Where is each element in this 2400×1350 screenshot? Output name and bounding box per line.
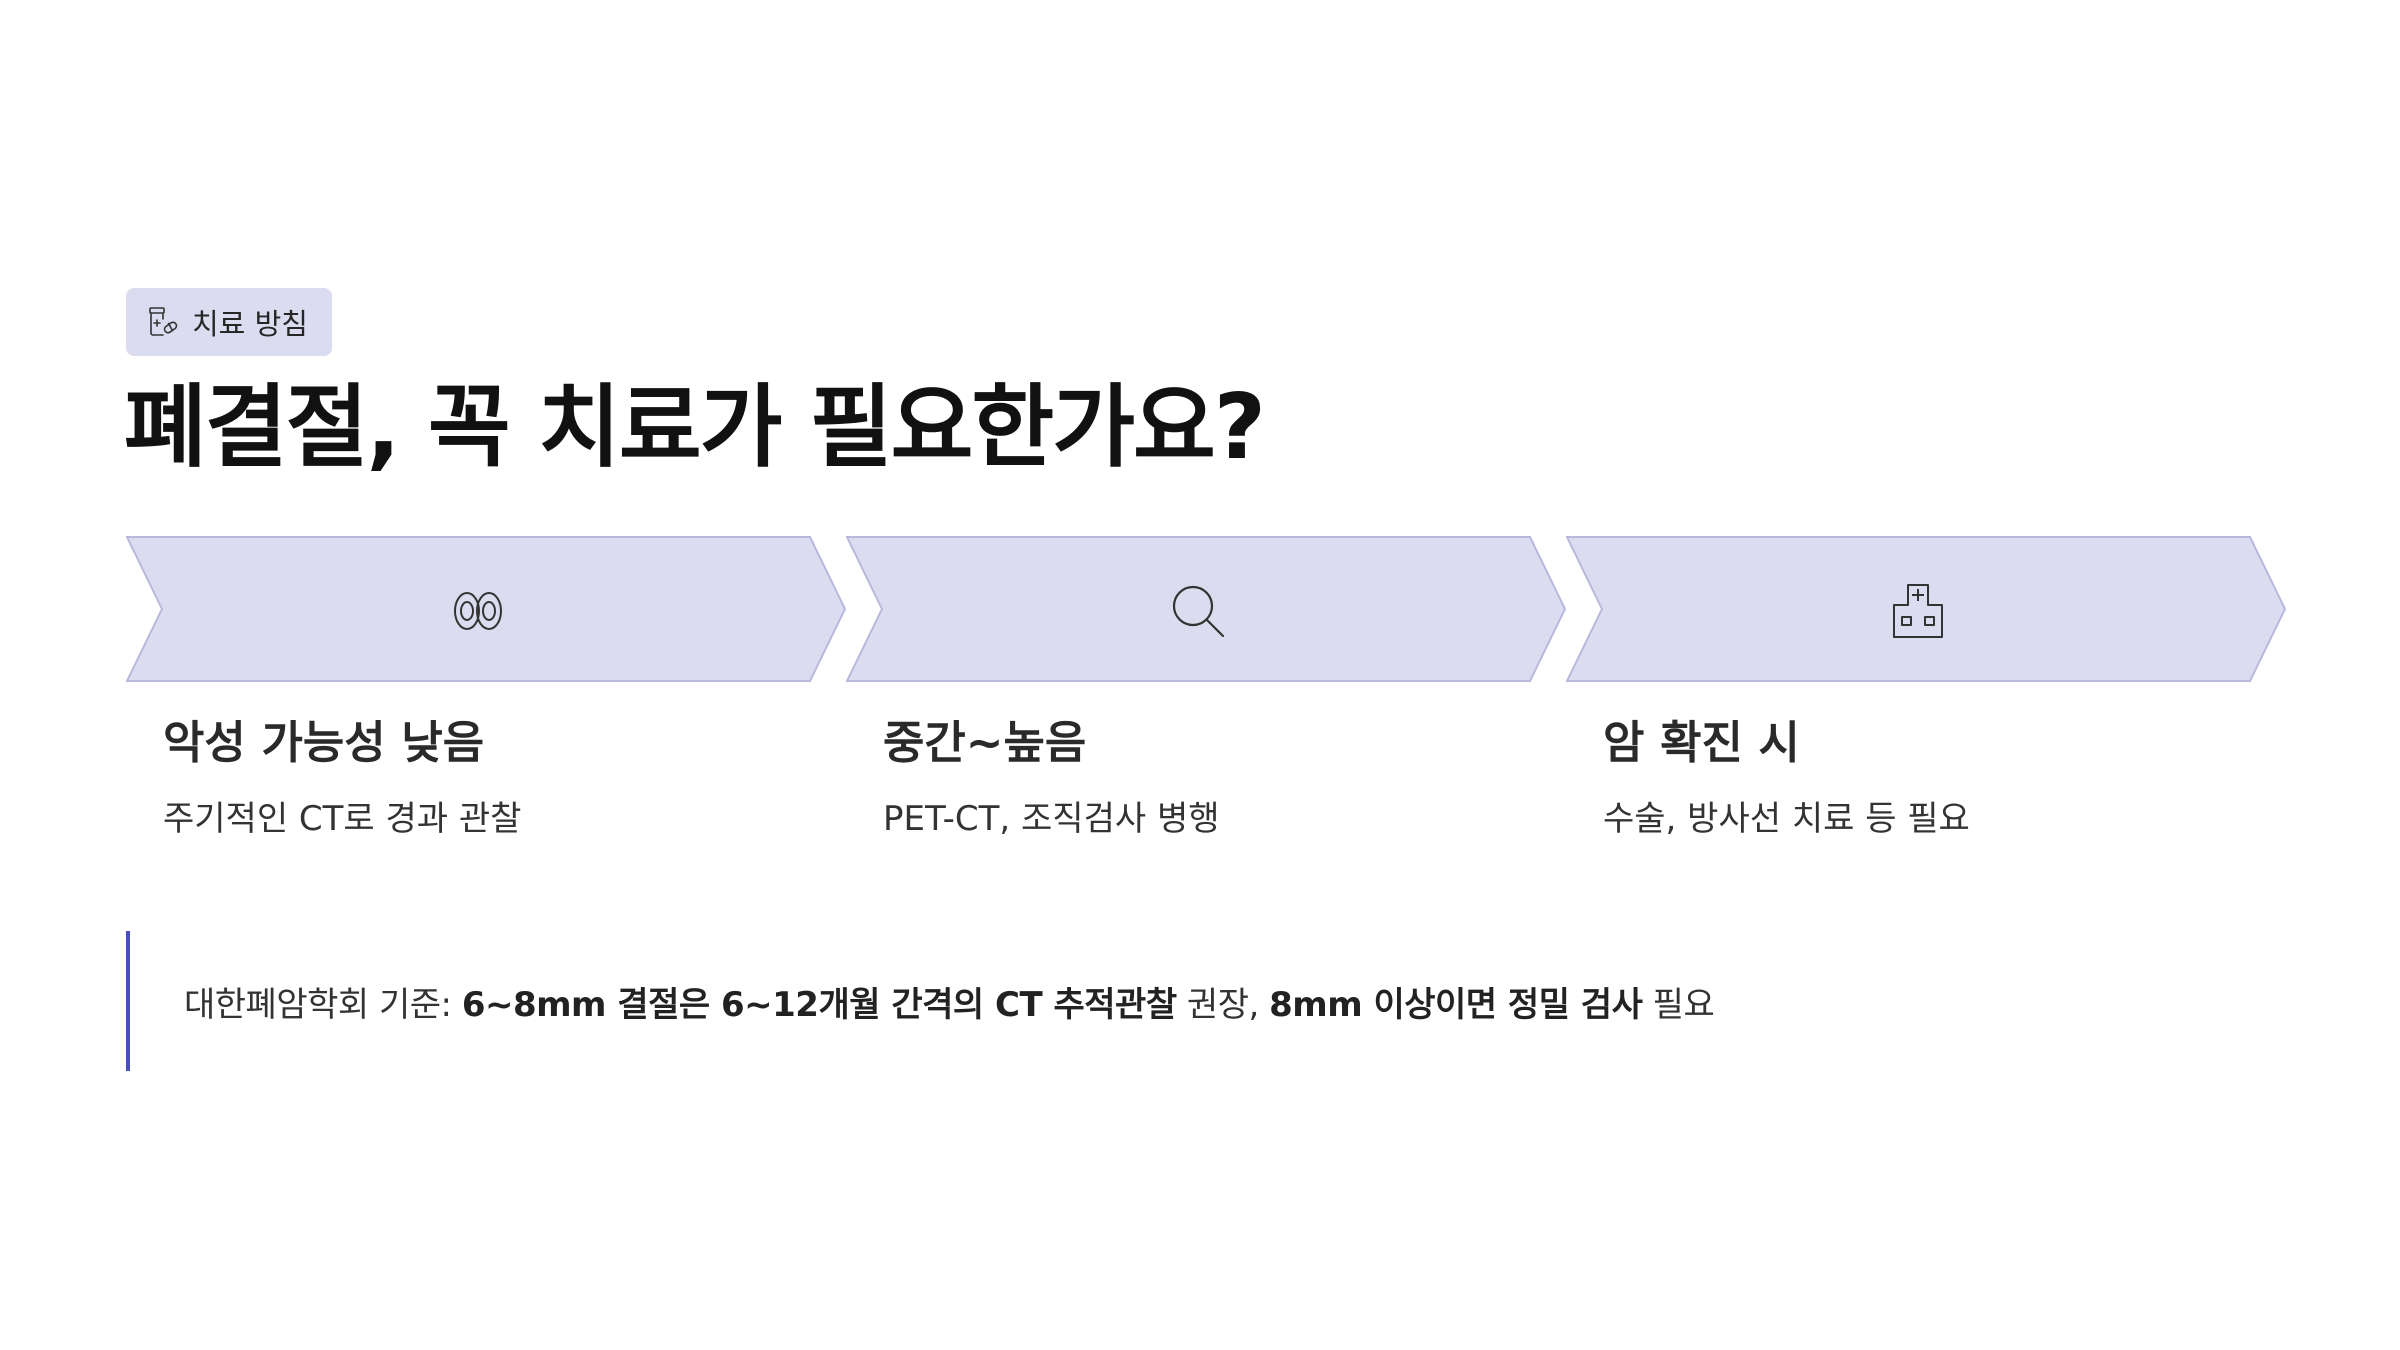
guideline-prefix: 대한폐암학회 기준: <box>184 984 462 1025</box>
page-title: 폐결절, 꼭 치료가 필요한가요? <box>124 375 1266 480</box>
lungs-icon <box>454 592 502 630</box>
guideline-text: 대한폐암학회 기준: 6~8mm 결절은 6~12개월 간격의 CT 추적관찰 … <box>184 977 1715 1026</box>
step-title: 암 확진 시 <box>1603 716 1800 769</box>
step-2-text: 중간~높음 PET-CT, 조직검사 병행 <box>883 712 1523 842</box>
flow-step-1 <box>126 536 846 682</box>
search-icon <box>1172 585 1225 638</box>
step-title: 악성 가능성 낮음 <box>163 716 485 769</box>
guideline-suffix: 필요 <box>1642 984 1715 1025</box>
chevron-shape <box>1566 536 2286 682</box>
guideline-emphasis-1: 6~8mm 결절은 6~12개월 간격의 CT 추적관찰 <box>461 984 1177 1025</box>
flow-step-3 <box>1566 536 2286 682</box>
step-3-text: 암 확진 시 수술, 방사선 치료 등 필요 <box>1603 712 2243 842</box>
flow-step-2 <box>846 536 1566 682</box>
medication-icon <box>149 307 178 336</box>
chevron-shape <box>126 536 846 682</box>
chevron-shape <box>846 536 1566 682</box>
step-title: 중간~높음 <box>883 716 1087 769</box>
step-1-text: 악성 가능성 낮음 주기적인 CT로 경과 관찰 <box>163 712 803 842</box>
guideline-emphasis-2: 8mm 이상이면 정밀 검사 <box>1269 984 1643 1025</box>
badge-label: 치료 방침 <box>192 307 308 341</box>
step-description: 수술, 방사선 치료 등 필요 <box>1603 799 1970 839</box>
hospital-icon <box>1893 584 1943 638</box>
guideline-middle: 권장, <box>1176 984 1270 1025</box>
guideline-callout: 대한폐암학회 기준: 6~8mm 결절은 6~12개월 간격의 CT 추적관찰 … <box>126 931 2226 1071</box>
step-description: PET-CT, 조직검사 병행 <box>883 799 1220 839</box>
section-badge: 치료 방침 <box>126 288 332 356</box>
step-description: 주기적인 CT로 경과 관찰 <box>163 799 522 839</box>
